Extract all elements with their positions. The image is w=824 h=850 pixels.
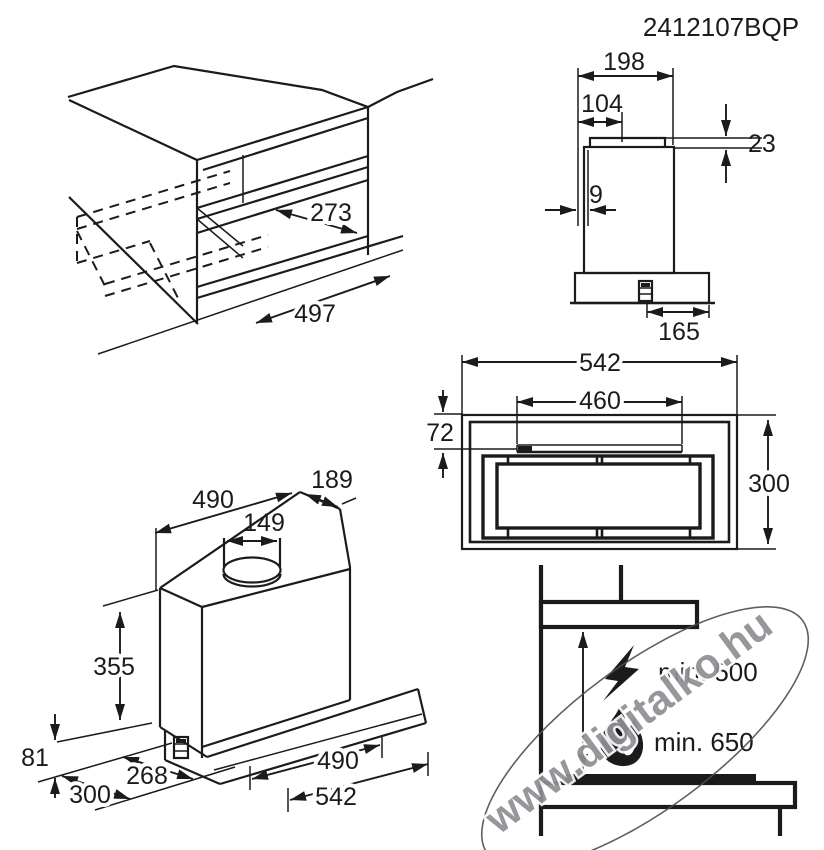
dim-duct-offset: 104 xyxy=(581,90,623,118)
clearance-view: min. 500 min. 650 xyxy=(538,565,798,836)
power-connector-icon xyxy=(637,279,654,303)
label-min-gas: min. 650 xyxy=(654,727,754,757)
power-connector-icon xyxy=(172,735,190,760)
hood-top-view: 542 460 72 300 xyxy=(422,345,794,551)
dim-body-width: 490 xyxy=(192,486,234,514)
dashed-hood-outline xyxy=(76,170,269,299)
dim-canopy-width: 490 xyxy=(317,747,359,775)
dim-visor-height: 81 xyxy=(21,744,49,772)
dim-inner-depth: 268 xyxy=(126,762,168,790)
duct-spigot xyxy=(222,538,282,588)
dim-flange-height: 23 xyxy=(748,130,776,158)
model-number: 2412107BQP xyxy=(643,12,799,42)
hood-perspective-view: 490 189 149 355 81 268 300 490 542 xyxy=(21,466,429,815)
dim-chimney-width: 198 xyxy=(603,48,645,76)
electric-hob-icon xyxy=(603,645,639,701)
dim-top-depth: 300 xyxy=(748,470,790,498)
gas-hob-icon xyxy=(600,706,644,767)
dim-hood-total-width: 542 xyxy=(315,783,357,811)
dim-total-depth: 300 xyxy=(69,781,111,809)
dim-duct-diameter: 149 xyxy=(243,509,285,537)
dim-front-clearance: 72 xyxy=(426,419,454,447)
cabinet-niche-view: 273 497 xyxy=(67,64,434,355)
dim-wall-thickness: 9 xyxy=(589,181,603,209)
dim-connector-offset: 165 xyxy=(658,318,700,346)
dim-top-total-width: 542 xyxy=(579,349,621,377)
dim-niche-depth: 273 xyxy=(310,199,352,227)
dim-body-depth: 189 xyxy=(311,466,353,494)
label-min-electric: min. 500 xyxy=(658,657,758,687)
dim-niche-width: 497 xyxy=(294,300,336,328)
dim-body-height: 355 xyxy=(93,653,135,681)
hood-side-view: 198 104 23 9 165 xyxy=(545,48,776,346)
dim-cutout-width: 460 xyxy=(579,387,621,415)
